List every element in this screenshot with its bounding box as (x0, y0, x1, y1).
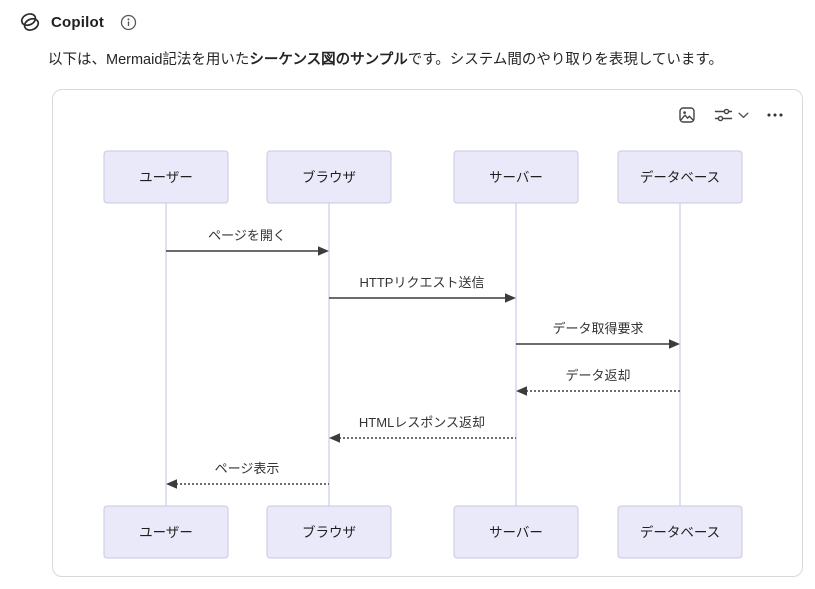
image-export-button[interactable] (676, 104, 698, 126)
diagram-card: ユーザー ブラウザ サーバー データベース ページを開く HTTPリクエスト送信 (52, 89, 803, 577)
arrowhead-left (166, 479, 177, 489)
intro-text-after: です。システム間のやり取りを表現しています。 (407, 52, 723, 68)
actor-label: サーバー (489, 170, 543, 185)
message-data-fetch-request: データ取得要求 (516, 321, 680, 349)
actor-label: ユーザー (139, 525, 193, 540)
arrowhead-left (329, 433, 340, 443)
message-label: HTTPリクエスト送信 (360, 275, 485, 290)
sequence-diagram: ユーザー ブラウザ サーバー データベース ページを開く HTTPリクエスト送信 (103, 150, 743, 559)
arrowhead-left (516, 386, 527, 396)
arrowhead-right (505, 293, 516, 303)
arrowhead-right (669, 339, 680, 349)
actor-label: サーバー (489, 525, 543, 540)
app-header: Copilot (18, 10, 137, 34)
message-label: HTMLレスポンス返却 (359, 415, 485, 430)
message-label: ページを開く (208, 228, 286, 243)
actor-label: ブラウザ (302, 524, 356, 540)
image-icon (679, 107, 695, 123)
message-open-page: ページを開く (166, 228, 329, 256)
assistant-message-text: 以下は、Mermaid記法を用いたシーケンス図のサンプルです。システム間のやり取… (48, 49, 788, 71)
message-http-request: HTTPリクエスト送信 (329, 275, 516, 303)
more-options-button[interactable] (764, 104, 786, 126)
info-icon[interactable] (120, 14, 137, 31)
actor-bottom-browser: ブラウザ (266, 505, 392, 559)
arrowhead-right (318, 246, 329, 256)
chevron-down-icon (738, 112, 749, 118)
actor-label: ユーザー (139, 170, 193, 185)
message-label: ページ表示 (215, 461, 280, 476)
sliders-icon (714, 108, 733, 122)
actor-top-user: ユーザー (103, 150, 229, 204)
actor-label: データベース (640, 169, 720, 185)
intro-text-bold: シーケンス図のサンプル (249, 52, 408, 68)
copilot-logo (18, 10, 42, 34)
more-options-icon (767, 113, 783, 117)
intro-text-before: 以下は、Mermaid記法を用いた (48, 52, 250, 68)
diagram-options-button[interactable] (712, 104, 750, 126)
actor-bottom-server: サーバー (453, 505, 579, 559)
diagram-toolbar (676, 104, 786, 126)
actor-top-server: サーバー (453, 150, 579, 204)
actor-label: ブラウザ (302, 169, 356, 185)
actor-top-browser: ブラウザ (266, 150, 392, 204)
message-html-response: HTMLレスポンス返却 (329, 415, 516, 443)
message-label: データ返却 (565, 368, 630, 383)
actor-bottom-database: データベース (617, 505, 743, 559)
actor-top-database: データベース (617, 150, 743, 204)
message-data-return: データ返却 (516, 368, 680, 396)
app-title: Copilot (51, 13, 105, 31)
actor-bottom-user: ユーザー (103, 505, 229, 559)
actor-label: データベース (640, 524, 720, 540)
message-page-display: ページ表示 (166, 461, 329, 489)
message-label: データ取得要求 (552, 321, 643, 336)
